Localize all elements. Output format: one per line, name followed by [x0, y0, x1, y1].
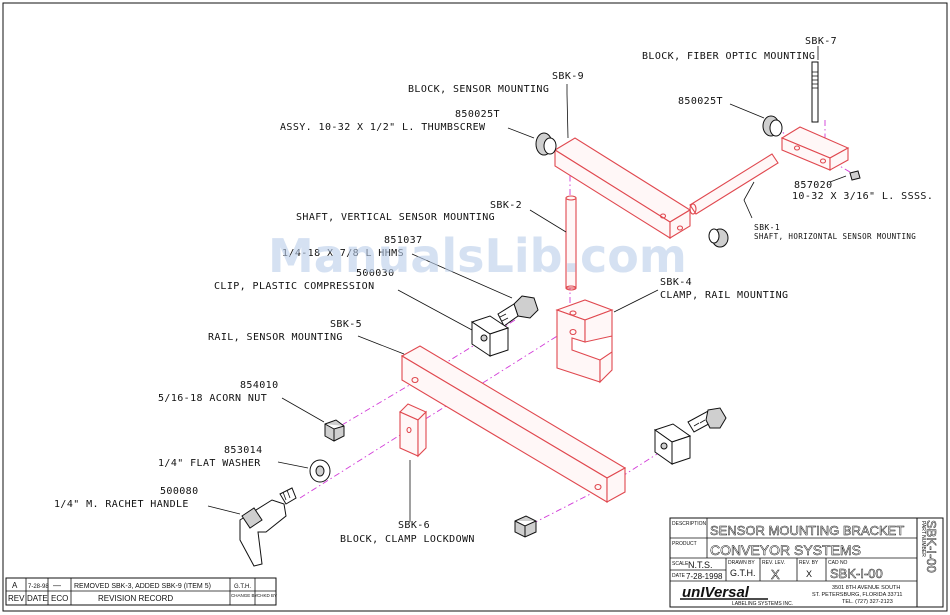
description-value: SENSOR MOUNTING BRACKET: [710, 523, 904, 538]
product-value: CONVEYOR SYSTEMS: [710, 542, 861, 558]
label-500080: 500080: [160, 486, 199, 497]
thumbscrew-right: [762, 115, 783, 137]
col-date: DATE: [27, 594, 48, 603]
cad-no-caption: CAD NO: [828, 560, 848, 566]
company-sub: LABELING SYSTEMS INC.: [732, 601, 793, 607]
rev-value: A: [12, 581, 18, 590]
label-sbk6: SBK-6: [398, 520, 430, 531]
label-sbk5-desc: RAIL, SENSOR MOUNTING: [208, 332, 343, 343]
label-sbk1: SBK-1: [754, 223, 780, 232]
label-850025t-b: 850025T: [678, 96, 723, 107]
label-sbk1-desc: SHAFT, HORIZONTAL SENSOR MOUNTING: [754, 232, 916, 241]
hex-bolt-upper: [497, 295, 539, 327]
label-clip-desc: CLIP, PLASTIC COMPRESSION: [214, 281, 375, 292]
label-thumbscrew-desc: ASSY. 10-32 X 1/2" L. THUMBSCREW: [280, 122, 486, 133]
sensor-mounting-block: [553, 137, 692, 239]
label-sbk5: SBK-5: [330, 319, 362, 330]
scale-value: N.T.S.: [688, 560, 713, 570]
part-labels: SBK-7 BLOCK, FIBER OPTIC MOUNTING SBK-9 …: [54, 36, 933, 545]
cad-no-value: SBK-I-00: [830, 566, 883, 581]
label-sbk6-desc: BLOCK, CLAMP LOCKDOWN: [340, 534, 475, 545]
rev-by-value: X: [806, 569, 812, 579]
vertical-shaft: [565, 195, 577, 291]
plastic-compression-clip: [470, 315, 510, 357]
rev-lev-value: X: [771, 567, 780, 582]
label-854010-desc: 5/16-18 ACORN NUT: [158, 393, 267, 404]
scale-caption: SCALE: [672, 561, 689, 567]
address-line-1: 3501 8TH AVENUE SOUTH: [832, 585, 900, 591]
label-857020-desc: 10-32 X 3/16" L. SSSS.: [792, 191, 933, 202]
leader-lines: [207, 46, 847, 522]
label-854010: 854010: [240, 380, 279, 391]
acorn-nut-lower: [514, 515, 537, 538]
fiber-optic-cable: [811, 61, 819, 123]
clamp-lockdown-block: [399, 403, 427, 458]
label-851037: 851037: [384, 235, 423, 246]
thumbscrew-left: [535, 132, 557, 156]
hex-bolt-lower: [687, 407, 727, 433]
fiber-optic-block: [780, 126, 850, 171]
label-sbk2: SBK-2: [490, 200, 522, 211]
ratchet-handle: [239, 487, 297, 567]
label-500080-desc: 1/4" M. RACHET HANDLE: [54, 499, 189, 510]
drawn-by-value: G.T.H.: [730, 568, 756, 578]
title-block: DESCRIPTION SENSOR MOUNTING BRACKET PROD…: [669, 517, 944, 608]
plastic-compression-clip-lower: [653, 423, 692, 465]
rev-by-value: G.T.H.: [234, 584, 251, 590]
date-caption: DATE: [672, 573, 686, 579]
col-eco: ECO: [51, 594, 68, 603]
rev-lev-caption: REV. LEV.: [762, 560, 785, 566]
setscrew: [849, 170, 861, 181]
thumbscrew-mid: [708, 228, 729, 248]
label-853014-desc: 1/4" FLAT WASHER: [158, 458, 261, 469]
horizontal-shaft: [689, 153, 779, 215]
label-sbk9-desc: BLOCK, SENSOR MOUNTING: [408, 84, 549, 95]
acorn-nut-upper: [324, 419, 345, 442]
col-change-by: CHANGE BY: [231, 593, 258, 598]
date-value: 7-28-1998: [686, 572, 723, 581]
description-caption: DESCRIPTION: [672, 521, 707, 527]
watermark: ManualsLib.com: [268, 229, 687, 283]
label-sbk4-desc: CLAMP, RAIL MOUNTING: [660, 290, 788, 301]
drawn-by-caption: DRAWN BY: [728, 560, 755, 566]
label-sbk7: SBK-7: [805, 36, 837, 47]
product-caption: PRODUCT: [672, 541, 697, 547]
label-sbk2-desc: SHAFT, VERTICAL SENSOR MOUNTING: [296, 212, 495, 223]
address-line-2: ST. PETERSBURG, FLORIDA 33711: [812, 592, 902, 598]
label-sbk7-desc: BLOCK, FIBER OPTIC MOUNTING: [642, 51, 815, 62]
part-number-caption: PART NUMBER: [920, 521, 926, 557]
part-number-value: SBK-I-00: [924, 520, 939, 573]
col-chkd-by: CHKD BY: [257, 593, 277, 598]
col-rev: REV: [8, 594, 25, 603]
rev-eco-value: —: [53, 581, 61, 590]
flat-washer: [309, 459, 331, 483]
label-857020: 857020: [794, 180, 833, 191]
rev-note-value: REMOVED SBK-3, ADDED SBK-9 (ITEM 5): [74, 583, 211, 590]
rail-mounting-clamp: [555, 299, 614, 384]
rev-by-caption: REV. BY: [799, 560, 819, 566]
label-853014: 853014: [224, 445, 263, 456]
col-record: REVISION RECORD: [98, 594, 173, 603]
label-851037-desc: 1/4-18 X 7/8 L HHMS: [282, 248, 404, 259]
sensor-mounting-rail: [400, 345, 627, 503]
label-850025t-a: 850025T: [455, 109, 500, 120]
label-500030: 500030: [356, 268, 395, 279]
rev-date-value: 7-28-98: [28, 584, 49, 590]
company-logo: unIVersal: [682, 584, 750, 601]
revision-block: A 7-28-98 — REMOVED SBK-3, ADDED SBK-9 (…: [5, 577, 277, 606]
phone: TEL. (727) 327-2123: [842, 599, 893, 605]
label-sbk4: SBK-4: [660, 277, 692, 288]
label-sbk9: SBK-9: [552, 71, 584, 82]
